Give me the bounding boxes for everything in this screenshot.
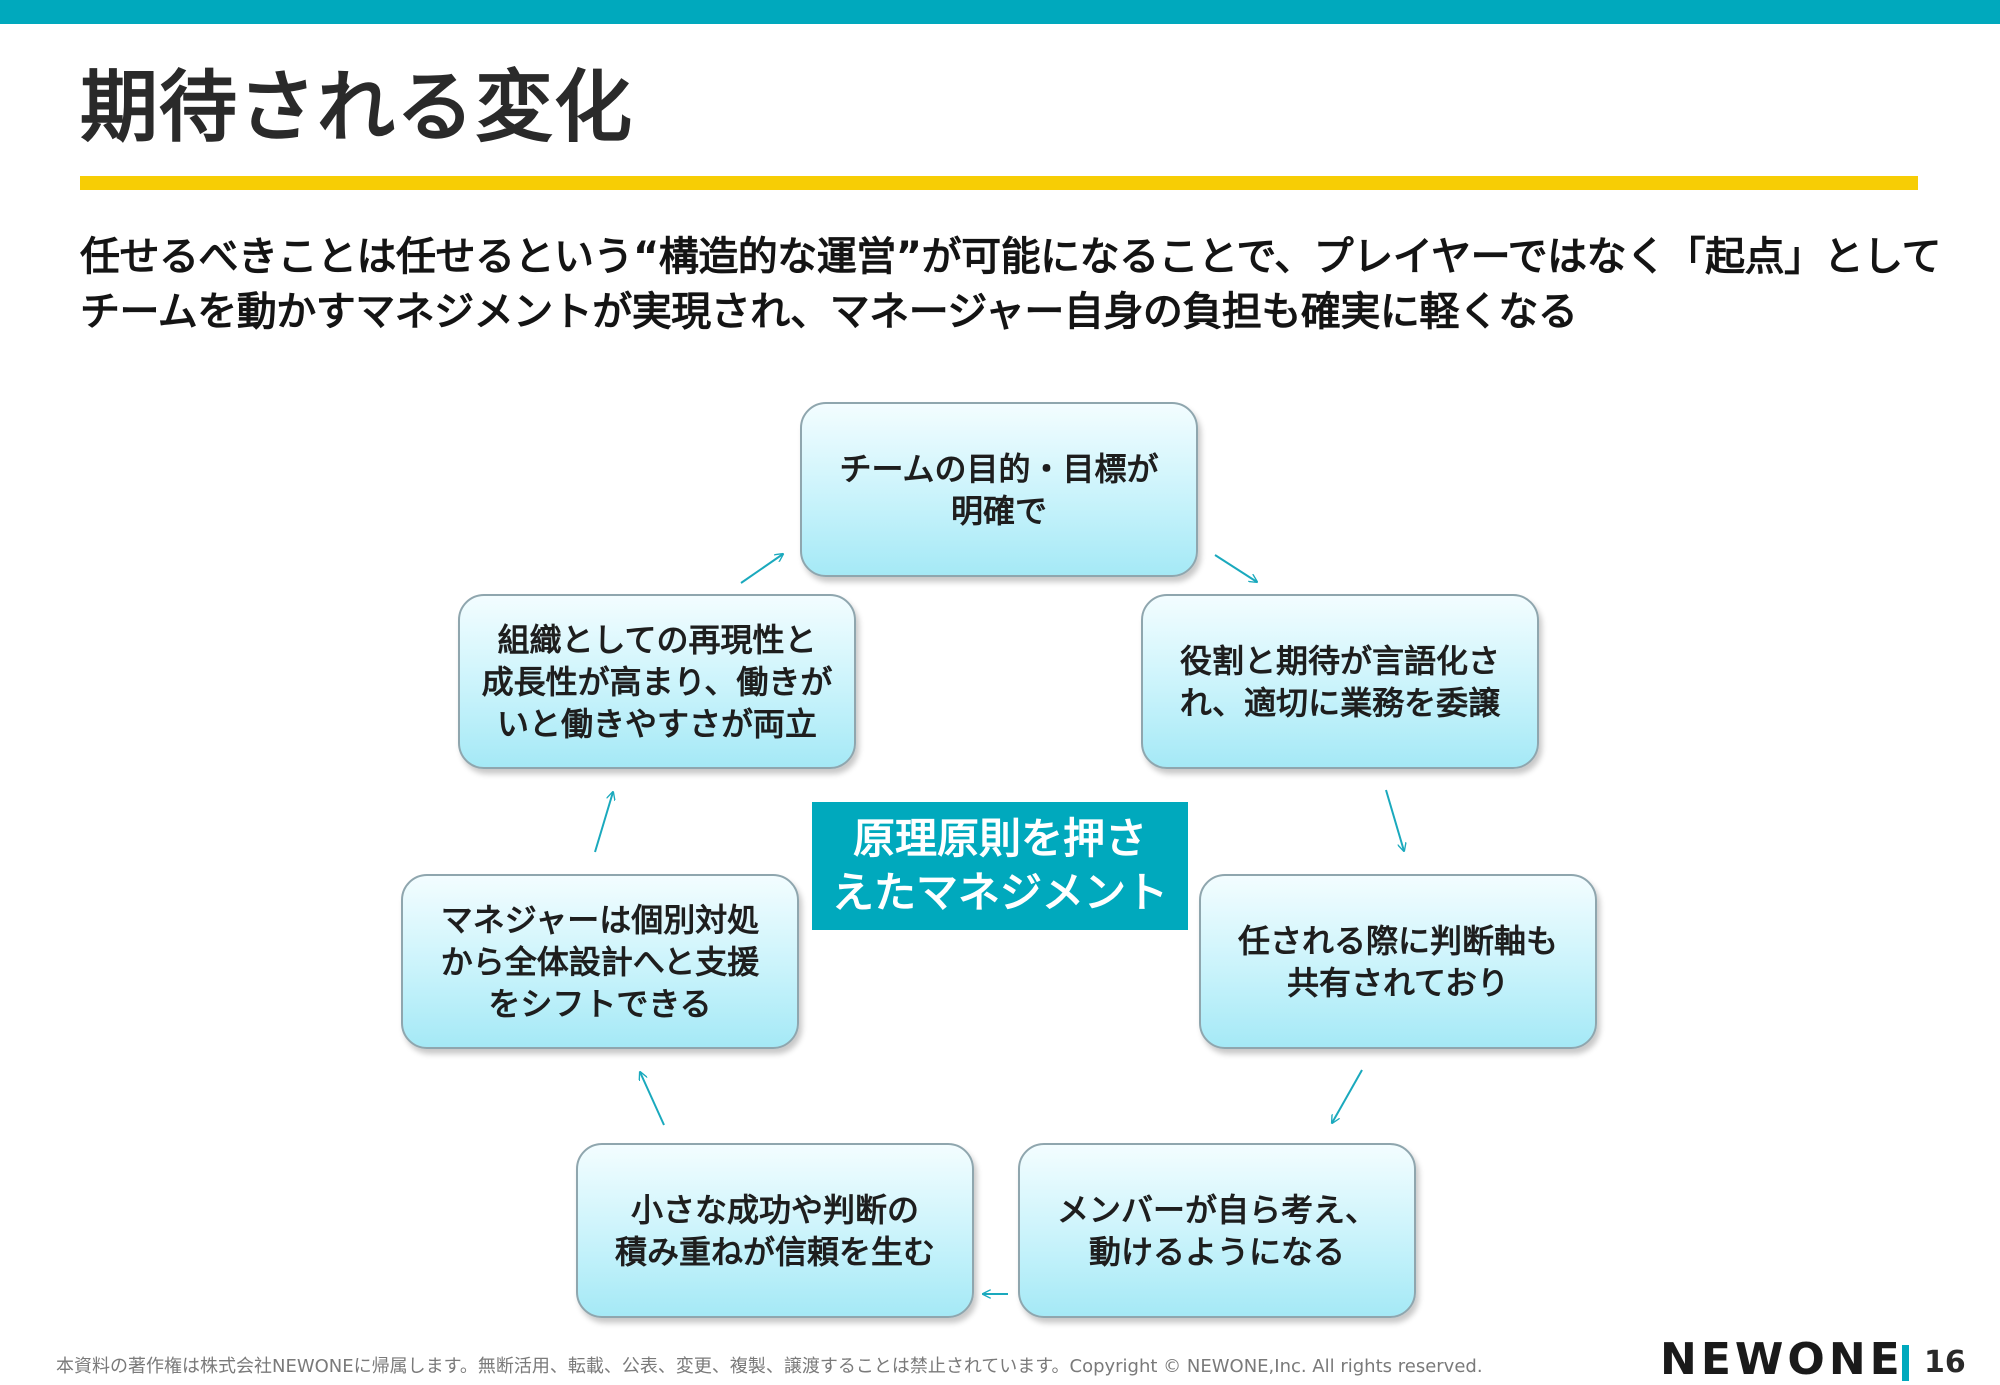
arrow-2-to-3	[1385, 789, 1404, 851]
cycle-node-reproducibility: 組織としての再現性と 成長性が高まり、働きが いと働きやすさが両立	[458, 594, 856, 769]
cycle-node-label: チームの目的・目標が 明確で	[839, 449, 1159, 530]
center-principle-box: 原理原則を押さ えたマネジメント	[812, 802, 1188, 930]
brand-name: NEWONE	[1660, 1333, 1904, 1385]
cycle-node-label: 組織としての再現性と 成長性が高まり、働きが いと働きやすさが両立	[481, 620, 833, 743]
arrow-7-to-1	[740, 554, 783, 584]
cycle-node-goals: チームの目的・目標が 明確で	[800, 402, 1198, 577]
cycle-node-label: マネジャーは個別対処 から全体設計へと支援 をシフトできる	[440, 900, 760, 1023]
arrow-3-to-4	[1332, 1069, 1363, 1123]
lead-line-1: 任せるべきことは任せるという“構造的な運営”が可能になることで、プレイヤーではな…	[80, 234, 1941, 280]
cycle-node-label: メンバーが自ら考え、 動けるようになる	[1056, 1190, 1377, 1271]
cycle-node-support-shift: マネジャーは個別対処 から全体設計へと支援 をシフトできる	[401, 874, 799, 1049]
top-accent-band	[0, 0, 2000, 24]
slide-title: 期待される変化	[80, 63, 634, 153]
newone-logo: NEWONE	[1660, 1334, 1904, 1385]
page-number: 16	[1924, 1345, 1966, 1380]
copyright-notice: 本資料の著作権は株式会社NEWONEに帰属します。無断活用、転載、公表、変更、複…	[56, 1356, 1483, 1377]
arrow-1-to-2	[1214, 554, 1257, 582]
arrow-5-to-6	[640, 1072, 665, 1126]
lead-line-2: チームを動かすマネジメントが実現され、マネージャー自身の負担も確実に軽くなる	[80, 289, 1578, 335]
center-principle-label: 原理原則を押さ えたマネジメント	[831, 814, 1168, 917]
cycle-node-trust: 小さな成功や判断の 積み重ねが信頼を生む	[576, 1143, 974, 1318]
cycle-node-label: 小さな成功や判断の 積み重ねが信頼を生む	[614, 1190, 935, 1271]
cycle-node-roles: 役割と期待が言語化さ れ、適切に業務を委譲	[1141, 594, 1539, 769]
cycle-node-label: 役割と期待が言語化さ れ、適切に業務を委譲	[1179, 641, 1501, 722]
cycle-node-label: 任される際に判断軸も 共有されており	[1237, 921, 1558, 1002]
lead-text: 任せるべきことは任せるという“構造的な運営”が可能になることで、プレイヤーではな…	[80, 230, 1980, 340]
arrow-6-to-7	[594, 792, 613, 853]
cycle-node-autonomy: メンバーが自ら考え、 動けるようになる	[1018, 1143, 1416, 1318]
title-underline	[80, 176, 1918, 190]
cycle-node-criteria: 任される際に判断軸も 共有されており	[1199, 874, 1597, 1049]
page-number-divider	[1902, 1345, 1909, 1381]
